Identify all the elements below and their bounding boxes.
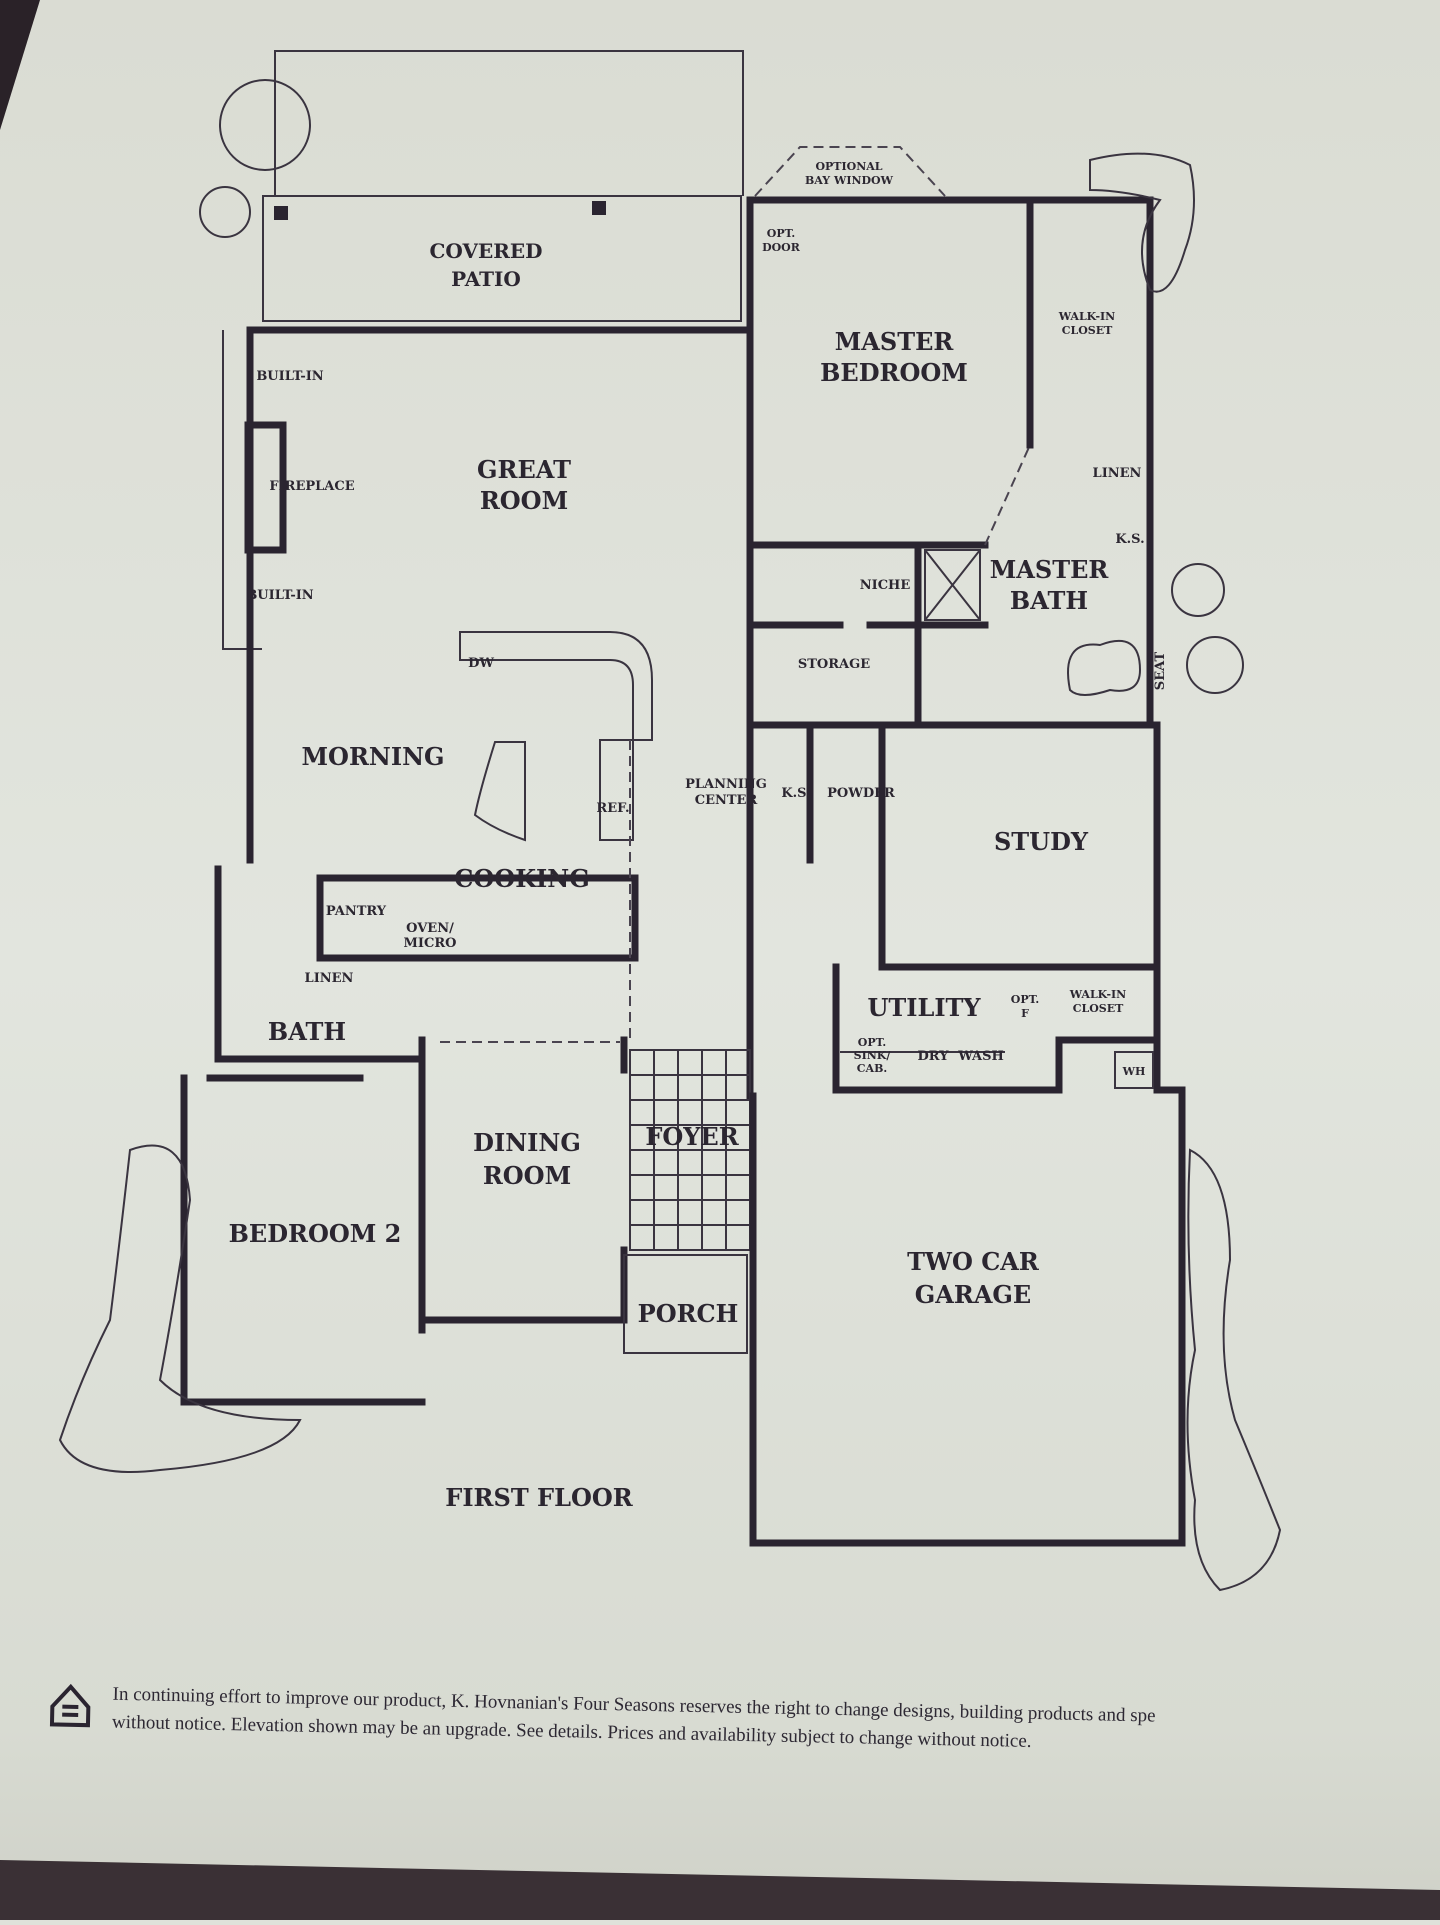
plan-title: FIRST FLOOR [445, 1483, 633, 1512]
background-bottom [0, 1860, 1440, 1920]
label-built-in-bottom: BUILT-IN [246, 588, 313, 603]
label-niche: NICHE [860, 578, 911, 593]
background-corner [0, 0, 40, 130]
label-opt-f-1: OPT. [1011, 993, 1039, 1006]
label-oven-micro-1: OVEN/ [406, 921, 454, 936]
label-dw: DW [468, 656, 494, 671]
label-fireplace: FIREPLACE [269, 479, 354, 494]
optional-bay-window: OPTIONAL BAY WINDOW [754, 146, 946, 197]
label-ks-master: K.S. [1115, 532, 1144, 547]
label-opt-sink-3: CAB. [857, 1062, 887, 1075]
label-powder: POWDER [827, 786, 895, 801]
label-opt-f-2: F [1021, 1007, 1029, 1020]
label-garage-2: GARAGE [915, 1280, 1031, 1309]
label-bay-window-2: BAY WINDOW [805, 174, 894, 187]
label-great-room-2: ROOM [480, 486, 568, 515]
label-linen-master: LINEN [1093, 466, 1142, 481]
label-oven-micro-2: MICRO [404, 936, 457, 951]
label-built-in-top: BUILT-IN [256, 369, 323, 384]
label-ref: REF. [596, 801, 629, 816]
label-opt-door-1: OPT. [767, 227, 795, 240]
label-utility: UTILITY [867, 993, 981, 1022]
label-wh: WH [1122, 1065, 1146, 1078]
landscaping [58, 79, 1282, 1592]
room-labels: OPT. DOOR MASTER BEDROOM WALK-IN CLOSET … [229, 227, 1168, 1512]
label-master-bath-1: MASTER [990, 555, 1110, 584]
label-opt-sink-1: OPT. [858, 1036, 886, 1049]
label-master-bath-2: BATH [1010, 586, 1088, 615]
label-bay-window-1: OPTIONAL [815, 160, 882, 173]
label-master-bedroom-1: MASTER [835, 327, 955, 356]
label-porch: PORCH [638, 1299, 739, 1328]
equal-housing-icon [49, 1683, 91, 1728]
label-planning-center-2: CENTER [695, 793, 758, 808]
label-utility-closet-2: CLOSET [1073, 1002, 1124, 1015]
label-covered-patio-1: COVERED [430, 239, 543, 263]
label-dining-room-2: ROOM [483, 1161, 571, 1190]
label-opt-sink-2: SINK/ [854, 1049, 892, 1062]
label-cooking: COOKING [454, 864, 589, 893]
label-master-bedroom-2: BEDROOM [820, 358, 968, 387]
walls [180, 196, 1186, 1547]
label-walk-in-closet-1: WALK-IN [1058, 310, 1115, 323]
label-walk-in-closet-2: CLOSET [1062, 324, 1113, 337]
label-planning-center-1: PLANNING [685, 777, 767, 792]
label-bedroom-2: BEDROOM 2 [229, 1219, 402, 1248]
label-utility-closet-1: WALK-IN [1069, 988, 1126, 1001]
label-ks-planning: K.S. [781, 786, 810, 801]
label-dry: DRY [918, 1049, 950, 1064]
label-storage: STORAGE [798, 657, 870, 672]
label-wash: WASH [957, 1049, 1004, 1064]
label-great-room-1: GREAT [477, 455, 571, 484]
label-pantry: PANTRY [326, 904, 387, 919]
label-opt-door-2: DOOR [762, 241, 801, 254]
label-linen-bath: LINEN [305, 971, 354, 986]
label-covered-patio-2: PATIO [451, 267, 521, 291]
label-dining-room-1: DINING [473, 1128, 581, 1157]
label-garage-1: TWO CAR [907, 1247, 1040, 1276]
label-morning: MORNING [301, 742, 444, 771]
label-seat: SEAT [1153, 652, 1168, 691]
label-bath: BATH [268, 1017, 346, 1046]
label-study: STUDY [994, 827, 1089, 856]
label-foyer: FOYER [645, 1122, 739, 1151]
covered-patio: COVERED PATIO [262, 50, 744, 322]
